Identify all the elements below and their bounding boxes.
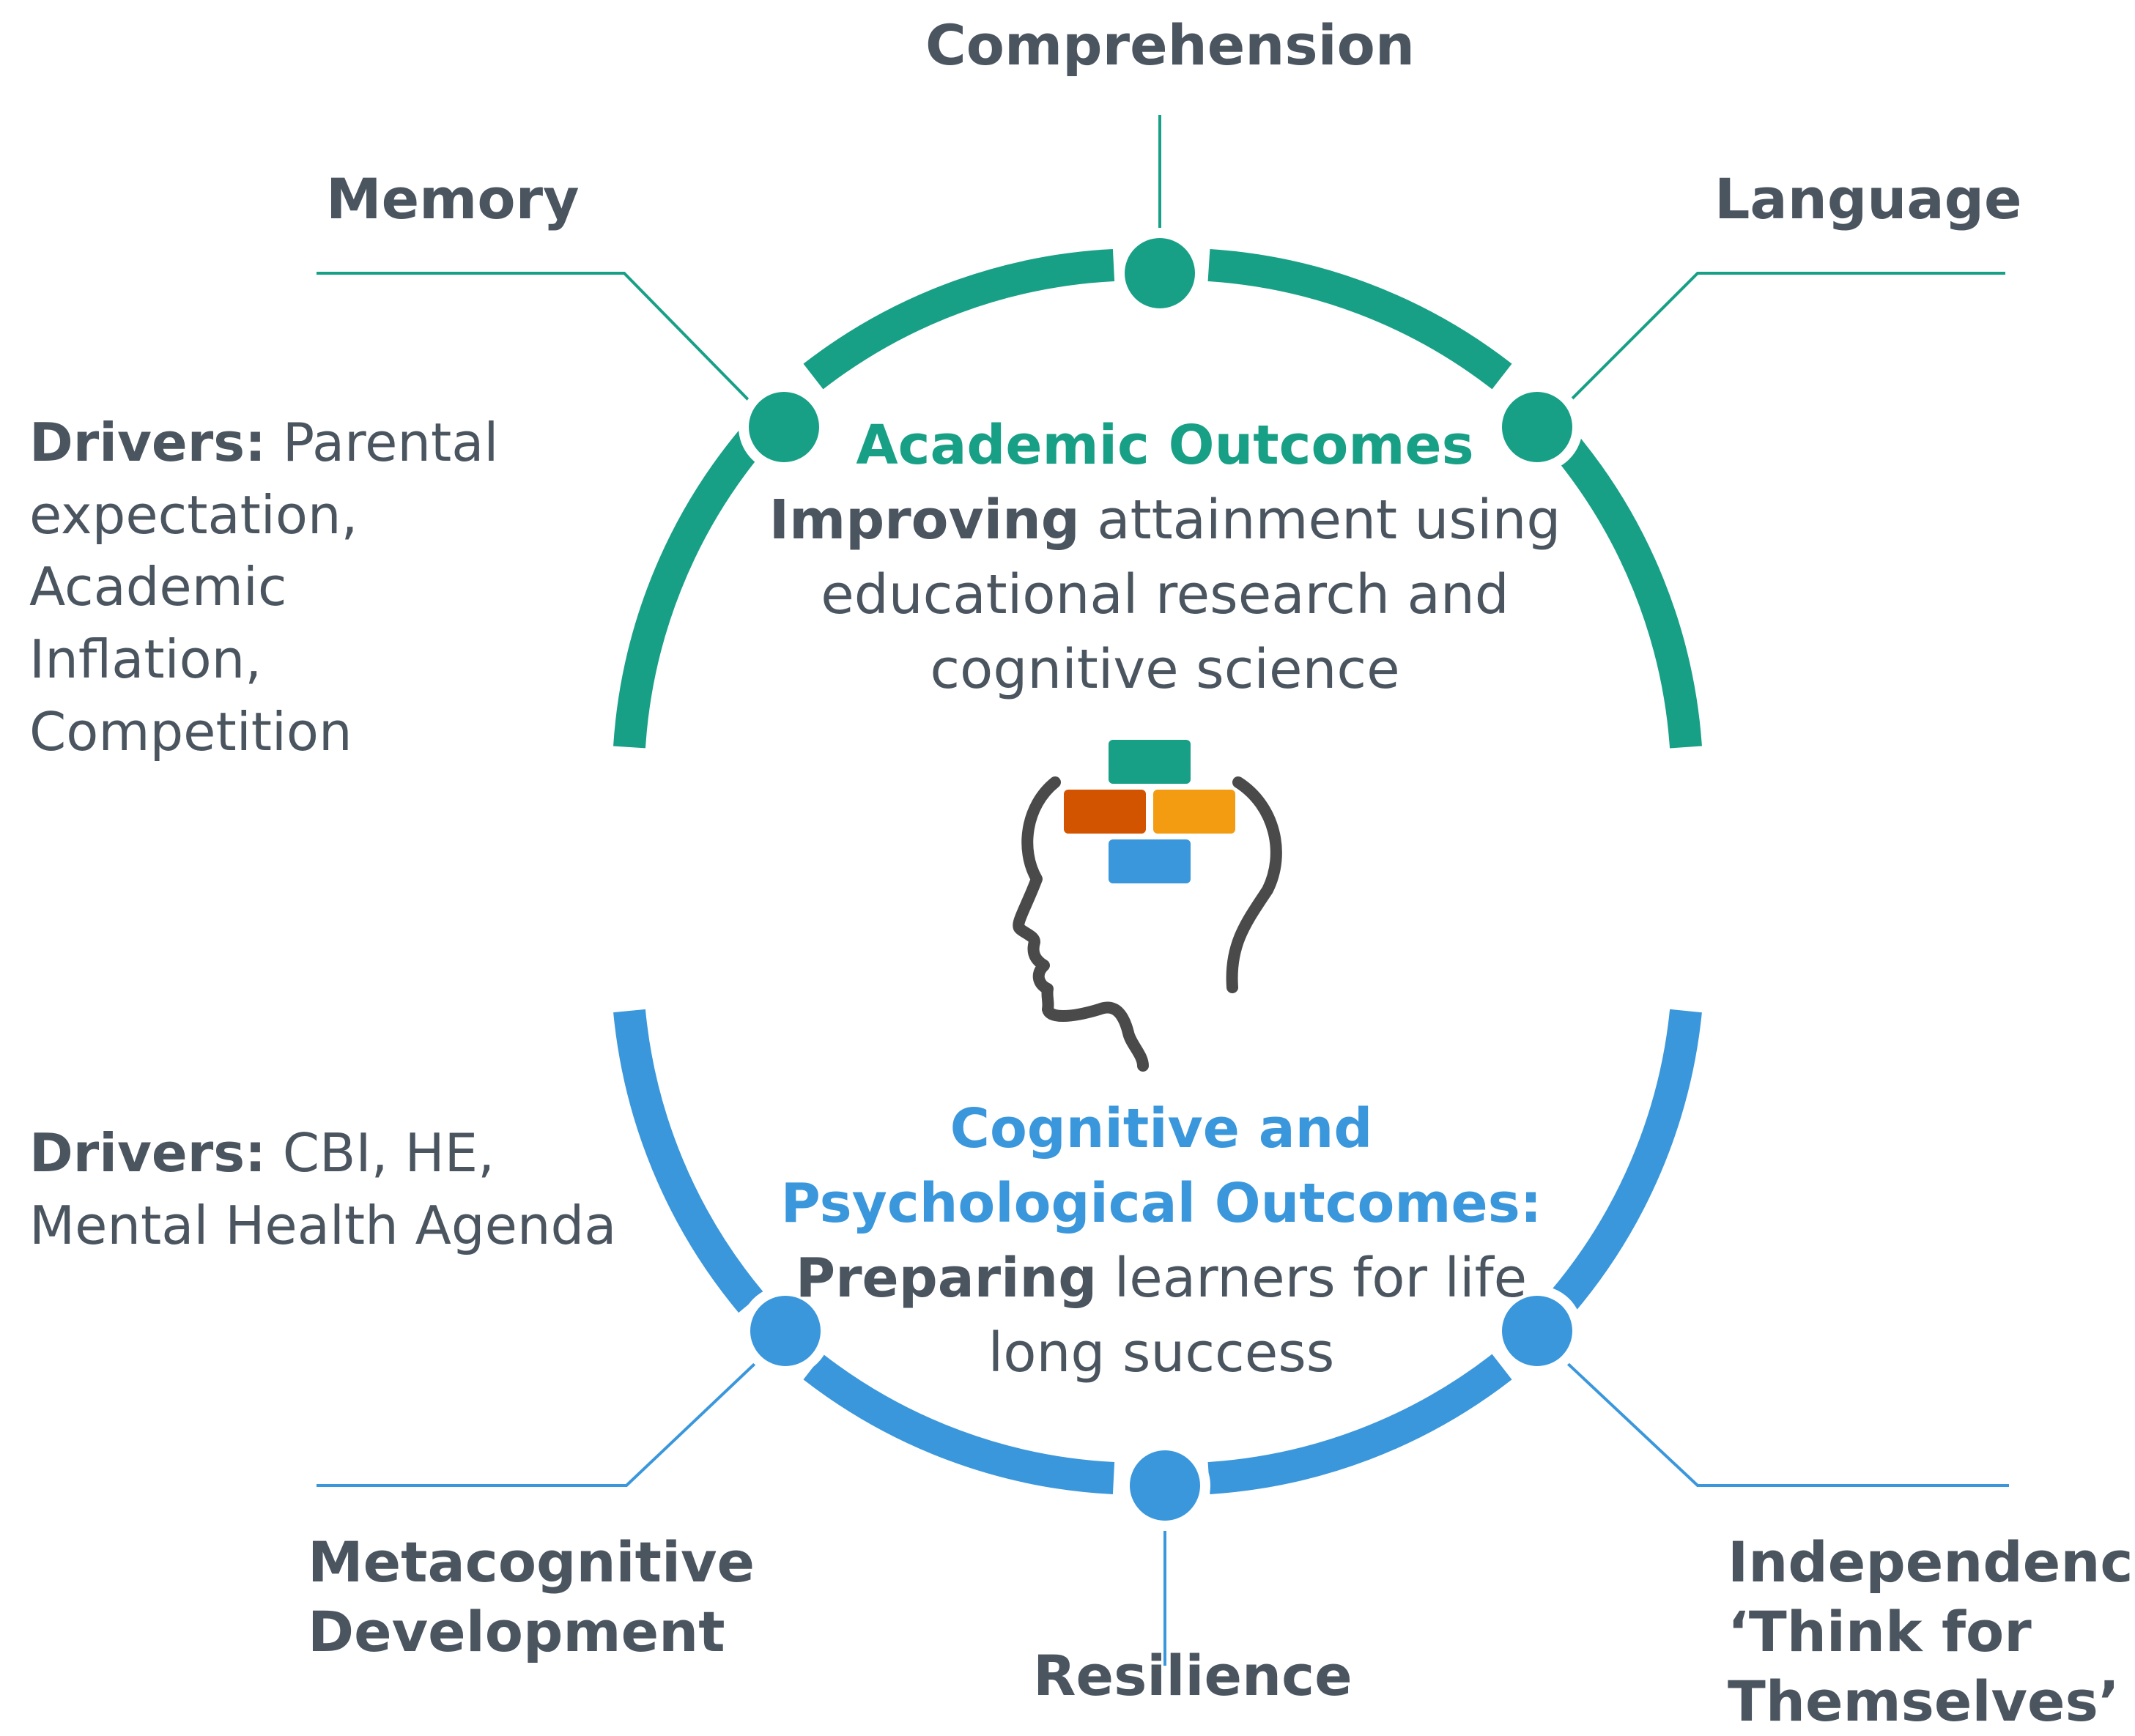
cognitive-arc-lower-right <box>1207 1354 1512 1494</box>
label-comprehension: Comprehension <box>925 12 1415 78</box>
academic-arc-left <box>613 430 763 749</box>
label-resilience: Resilience <box>1033 1643 1353 1708</box>
cognitive-outcomes-bold: Preparing <box>795 1247 1098 1310</box>
academic-outcomes-block: Academic Outcomes Improving attainment u… <box>762 408 1568 707</box>
drivers-academic-title: Drivers: <box>29 412 266 473</box>
drivers-cognitive-text: CBI, HE, Mental Health Agenda <box>29 1122 617 1256</box>
label-independence-line1: Independence <box>1728 1529 2135 1595</box>
connector-language <box>1552 272 2005 419</box>
cognitive-arc-right <box>1550 1009 1702 1313</box>
node-metacognitive <box>740 1286 831 1376</box>
brain-block-right <box>1153 790 1235 834</box>
nodes-cognitive <box>740 1286 1583 1531</box>
label-independence-line3: Themselves’ <box>1728 1669 2120 1734</box>
label-metacognitive-line2: Development <box>308 1599 725 1664</box>
connector-independence <box>1552 1349 2009 1487</box>
connector-metacognitive <box>317 1349 771 1487</box>
academic-arc-upper-right <box>1207 249 1512 390</box>
drivers-academic: Drivers: Parental expectation, Academic … <box>29 407 506 768</box>
head-back-outline <box>1226 776 1282 993</box>
label-independence-line2: ‘Think for <box>1728 1599 2032 1664</box>
brain-block-left <box>1064 790 1146 834</box>
brain-block-top <box>1109 740 1191 784</box>
head-with-brain-blocks-icon <box>1013 740 1282 1072</box>
connectors-cognitive <box>317 1349 2009 1666</box>
label-metacognitive: Metacognitive Development <box>308 1527 755 1666</box>
cognitive-outcomes-heading: Cognitive and Psychological Outcomes: <box>780 1097 1542 1236</box>
node-memory <box>739 382 829 472</box>
drivers-academic-text: Parental expectation, Academic Inflation… <box>29 412 499 763</box>
head-profile-outline <box>1013 776 1149 1072</box>
cognitive-ring <box>613 1009 1702 1494</box>
academic-outcomes-bold: Improving <box>769 489 1080 552</box>
academic-ring <box>613 249 1702 749</box>
node-comprehension <box>1114 228 1205 319</box>
label-independence: Independence ‘Think for Themselves’ <box>1728 1527 2135 1736</box>
brain-block-bottom <box>1109 839 1191 883</box>
academic-arc-upper-left <box>803 249 1115 390</box>
cognitive-outcomes-text: learners for life long success <box>988 1247 1528 1385</box>
label-language: Language <box>1714 166 2022 231</box>
academic-outcomes-text: attainment using educational research an… <box>821 489 1561 702</box>
node-resilience <box>1120 1440 1210 1531</box>
cognitive-outcomes-block: Cognitive and Psychological Outcomes: Pr… <box>755 1091 1568 1390</box>
drivers-cognitive-title: Drivers: <box>29 1122 266 1184</box>
cognitive-arc-lower-left <box>803 1354 1115 1494</box>
label-metacognitive-line1: Metacognitive <box>308 1529 755 1595</box>
nodes-academic <box>739 228 1583 472</box>
label-memory: Memory <box>326 166 580 231</box>
drivers-cognitive: Drivers: CBI, HE, Mental Health Agenda <box>29 1117 674 1261</box>
connector-memory <box>317 272 767 419</box>
academic-arc-right <box>1550 430 1702 749</box>
cognitive-arc-left <box>613 1009 763 1313</box>
node-independence <box>1492 1286 1583 1376</box>
node-language <box>1492 382 1583 472</box>
academic-outcomes-heading: Academic Outcomes <box>856 414 1474 477</box>
